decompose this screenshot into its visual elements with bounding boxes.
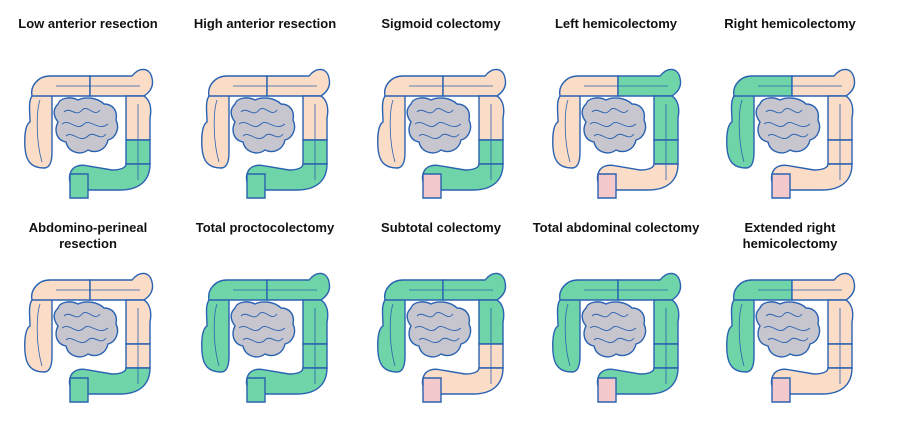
- small-bowel: [407, 98, 470, 153]
- transverse-left: [267, 273, 330, 300]
- small-bowel: [407, 302, 470, 357]
- transverse-left: [792, 69, 855, 96]
- transverse-left: [90, 273, 153, 300]
- procedure-title: Subtotal colectomy: [353, 220, 529, 236]
- ascending-colon: [727, 297, 754, 372]
- rectum: [423, 174, 441, 198]
- transverse-left: [267, 69, 330, 96]
- transverse-left: [443, 273, 506, 300]
- rectum: [70, 378, 88, 402]
- ascending-colon: [202, 297, 229, 372]
- procedure-title: High anterior resection: [177, 16, 353, 32]
- rectum: [598, 378, 616, 402]
- procedure-title: Left hemicolectomy: [528, 16, 704, 32]
- small-bowel: [231, 98, 294, 153]
- ascending-colon: [727, 93, 754, 168]
- ascending-colon: [553, 297, 580, 372]
- rectum: [772, 174, 790, 198]
- colon-diagram: [702, 256, 878, 406]
- colon-diagram: [353, 256, 529, 406]
- small-bowel: [54, 302, 117, 357]
- small-bowel: [582, 98, 645, 153]
- procedure-panel: Abdomino-perineal resection: [0, 220, 176, 420]
- procedure-panel: High anterior resection: [177, 16, 353, 216]
- transverse-left: [792, 273, 855, 300]
- colon-diagram: [528, 52, 704, 202]
- ascending-colon: [25, 93, 52, 168]
- procedure-panel: Total proctocolectomy: [177, 220, 353, 420]
- procedure-title: Sigmoid colectomy: [353, 16, 529, 32]
- rectum: [598, 174, 616, 198]
- transverse-left: [90, 69, 153, 96]
- colon-diagram: [177, 256, 353, 406]
- rectum: [247, 378, 265, 402]
- ascending-colon: [378, 297, 405, 372]
- ascending-colon: [25, 297, 52, 372]
- transverse-left: [618, 69, 681, 96]
- procedure-title: Right hemicolectomy: [702, 16, 878, 32]
- rectum: [423, 378, 441, 402]
- colon-diagram: [353, 52, 529, 202]
- procedure-panel: Sigmoid colectomy: [353, 16, 529, 216]
- colon-diagram: [177, 52, 353, 202]
- small-bowel: [54, 98, 117, 153]
- procedure-panel: Left hemicolectomy: [528, 16, 704, 216]
- procedure-title: Total proctocolectomy: [177, 220, 353, 236]
- colon-diagram: [702, 52, 878, 202]
- transverse-left: [618, 273, 681, 300]
- transverse-left: [443, 69, 506, 96]
- procedure-title: Extended right hemicolectomy: [702, 220, 878, 252]
- rectum: [247, 174, 265, 198]
- procedure-panel: Extended right hemicolectomy: [702, 220, 878, 420]
- small-bowel: [756, 302, 819, 357]
- ascending-colon: [202, 93, 229, 168]
- colon-diagram: [528, 256, 704, 406]
- rectum: [70, 174, 88, 198]
- procedure-title: Total abdominal colectomy: [528, 220, 704, 236]
- procedure-panel: Subtotal colectomy: [353, 220, 529, 420]
- small-bowel: [231, 302, 294, 357]
- rectum: [772, 378, 790, 402]
- procedure-title: Low anterior resection: [0, 16, 176, 32]
- procedure-title: Abdomino-perineal resection: [0, 220, 176, 252]
- ascending-colon: [378, 93, 405, 168]
- procedure-panel: Right hemicolectomy: [702, 16, 878, 216]
- small-bowel: [756, 98, 819, 153]
- colon-diagram: [0, 256, 176, 406]
- procedure-panel: Low anterior resection: [0, 16, 176, 216]
- small-bowel: [582, 302, 645, 357]
- procedure-panel: Total abdominal colectomy: [528, 220, 704, 420]
- colon-diagram: [0, 52, 176, 202]
- ascending-colon: [553, 93, 580, 168]
